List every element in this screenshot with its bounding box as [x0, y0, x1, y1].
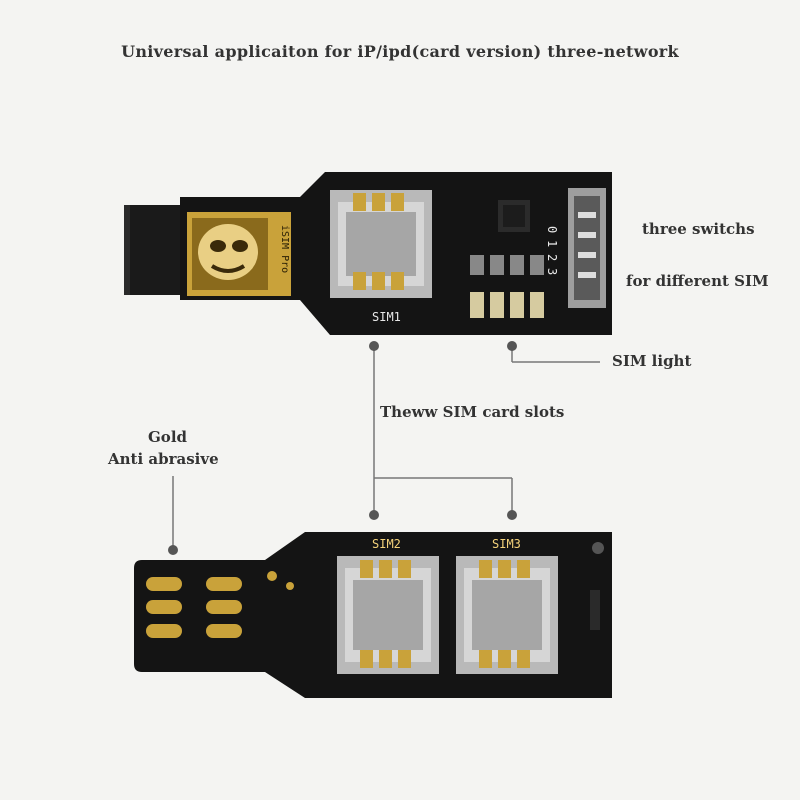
label-gold: Gold [148, 428, 188, 446]
gold-contacts [146, 577, 242, 638]
sim3-silk-label: SIM3 [492, 537, 521, 551]
switch-number-0: 0 [545, 226, 559, 233]
switch-number-1: 1 [545, 240, 559, 247]
label-for-different-sim: for different SIM [626, 272, 769, 290]
bottom-board: SIM2 SIM3 [134, 532, 612, 698]
label-sim-light: SIM light [612, 352, 692, 370]
switch-numbers: 0 1 2 3 [545, 226, 559, 275]
sim3-slot [456, 556, 558, 674]
switch-number-3: 3 [545, 268, 559, 275]
switch-number-2: 2 [545, 254, 559, 261]
sim2-silk-label: SIM2 [372, 537, 401, 551]
brand-text: iSIM Pro [279, 225, 290, 273]
leader-lines [172, 346, 600, 550]
leader-dots [168, 341, 517, 555]
label-three-switchs: three switchs [642, 220, 755, 238]
page-title: Universal applicaiton for iP/ipd(card ve… [121, 42, 679, 61]
sim1-slot [330, 190, 432, 298]
sim1-silk-label: SIM1 [372, 310, 401, 324]
sim2-slot [337, 556, 439, 674]
top-board: iSIM Pro SIM1 [124, 172, 612, 335]
sim-lights [470, 255, 544, 318]
label-anti-abrasive: Anti abrasive [108, 450, 219, 468]
label-sim-card-slots: Theww SIM card slots [380, 403, 565, 421]
